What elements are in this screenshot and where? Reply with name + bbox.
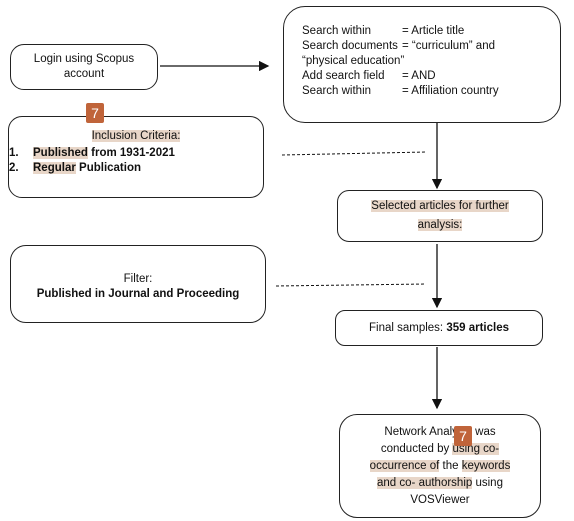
login-line2: account	[63, 68, 105, 80]
dashed-inclusion-to-flow	[281, 151, 427, 156]
search-row-key: Search within	[302, 85, 372, 97]
search-row-val: = “curriculum” and	[402, 40, 495, 52]
search-row: Search within = Article title	[302, 24, 560, 39]
inclusion-item: 2. Regular Publication	[9, 161, 175, 176]
login-box: Login using Scopus account	[10, 44, 158, 90]
inclusion-item-bold: Regular	[33, 162, 76, 174]
search-row-val: = Article title	[402, 25, 465, 37]
search-row: Search documents = “curriculum” and	[302, 39, 560, 54]
filter-box: Filter: Published in Journal and Proceed…	[10, 245, 266, 323]
network-text: conducted by	[380, 442, 453, 455]
selected-articles-box: Selected articles for further analysis:	[337, 190, 543, 242]
final-count: 359 articles	[446, 321, 509, 334]
inclusion-item-num: 1.	[9, 147, 19, 159]
filter-title: Filter:	[123, 273, 153, 285]
dashed-filter-to-flow	[275, 283, 427, 287]
network-highlight: occurrence of	[369, 459, 440, 472]
inclusion-item-bold: Published	[33, 147, 88, 159]
final-samples-box: Final samples: 359 articles	[335, 310, 543, 346]
selected-line1: Selected articles for further	[371, 200, 509, 212]
inclusion-item-rest: from 1931-2021	[87, 147, 175, 159]
network-analysis-box: Network Analysis was conducted by using …	[339, 414, 541, 518]
search-row-key: Search within	[302, 25, 372, 37]
network-line4: and co- authorship using	[377, 475, 503, 492]
network-highlight: and co- authorship	[377, 476, 473, 489]
final-samples-text: Final samples: 359 articles	[369, 321, 509, 336]
search-row-key: Add search field	[302, 70, 385, 82]
inclusion-criteria-box: Inclusion Criteria: 1. Published from 193…	[8, 116, 264, 198]
network-line5: VOSViewer	[410, 493, 470, 506]
filter-text: Published in Journal and Proceeding	[36, 288, 240, 300]
annotation-badge: 7	[454, 426, 472, 446]
network-line1: Network Analysis was	[384, 425, 496, 438]
final-prefix: Final samples:	[368, 321, 447, 334]
inclusion-item-rest: Publication	[75, 162, 141, 174]
selected-line2: analysis:	[417, 219, 463, 231]
network-line3: occurrence of the keywords	[369, 458, 511, 475]
search-row: “physical education”	[302, 54, 560, 69]
inclusion-item-num: 2.	[9, 162, 19, 174]
network-line2: conducted by using co-	[380, 441, 500, 458]
annotation-badge: 7	[86, 103, 104, 123]
inclusion-title: Inclusion Criteria:	[91, 130, 181, 142]
search-row-key: Search documents	[302, 40, 398, 52]
search-row-val: = Affiliation country	[402, 85, 499, 97]
network-text: using	[472, 476, 503, 489]
search-row-val: “physical education”	[302, 55, 405, 67]
login-line1: Login using Scopus	[33, 53, 135, 65]
search-box: Search within = Article title Search doc…	[283, 6, 561, 123]
network-text: the	[439, 459, 462, 472]
search-row-val: = AND	[402, 70, 436, 82]
inclusion-item: 1. Published from 1931-2021	[9, 146, 175, 161]
network-highlight: keywords	[461, 459, 511, 472]
search-row: Add search field = AND	[302, 69, 560, 84]
search-row: Search within = Affiliation country	[302, 84, 560, 99]
